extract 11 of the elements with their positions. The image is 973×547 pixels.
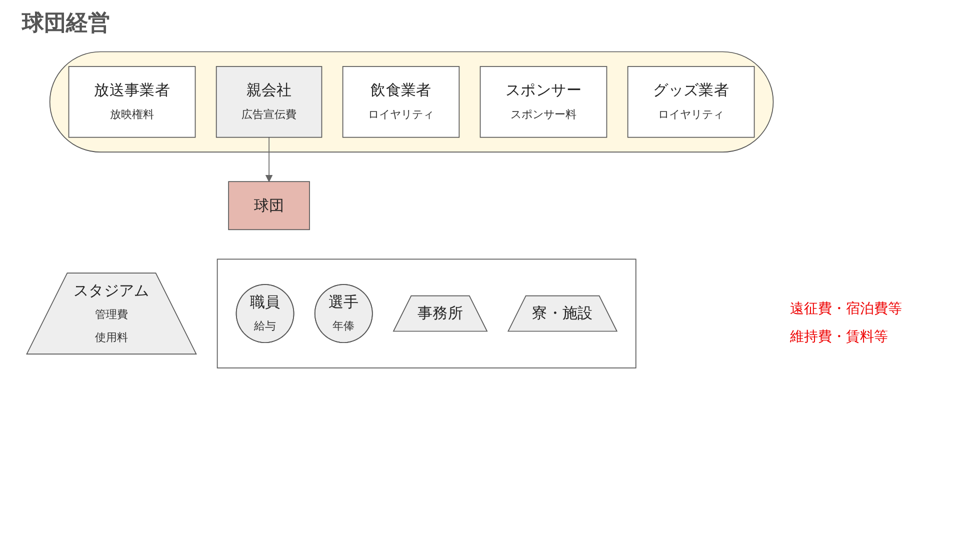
cluster (216, 258, 636, 368)
node-box: 飲食業者 ロイヤリティ (342, 66, 460, 138)
arrow (265, 136, 273, 182)
diagram-title: 球団経営 (22, 10, 110, 38)
node-box: グッズ業者 ロイヤリティ (627, 66, 755, 138)
cost-label: 遠征費・宿泊費等 (790, 300, 902, 318)
node-box: スポンサー スポンサー料 (480, 66, 608, 138)
node-box: 親会社 広告宣伝費 (216, 66, 322, 138)
node-box: 放送事業者 放映権料 (68, 66, 196, 138)
node-box: 球団 (228, 181, 310, 230)
cost-label: 維持費・賃料等 (790, 328, 889, 346)
